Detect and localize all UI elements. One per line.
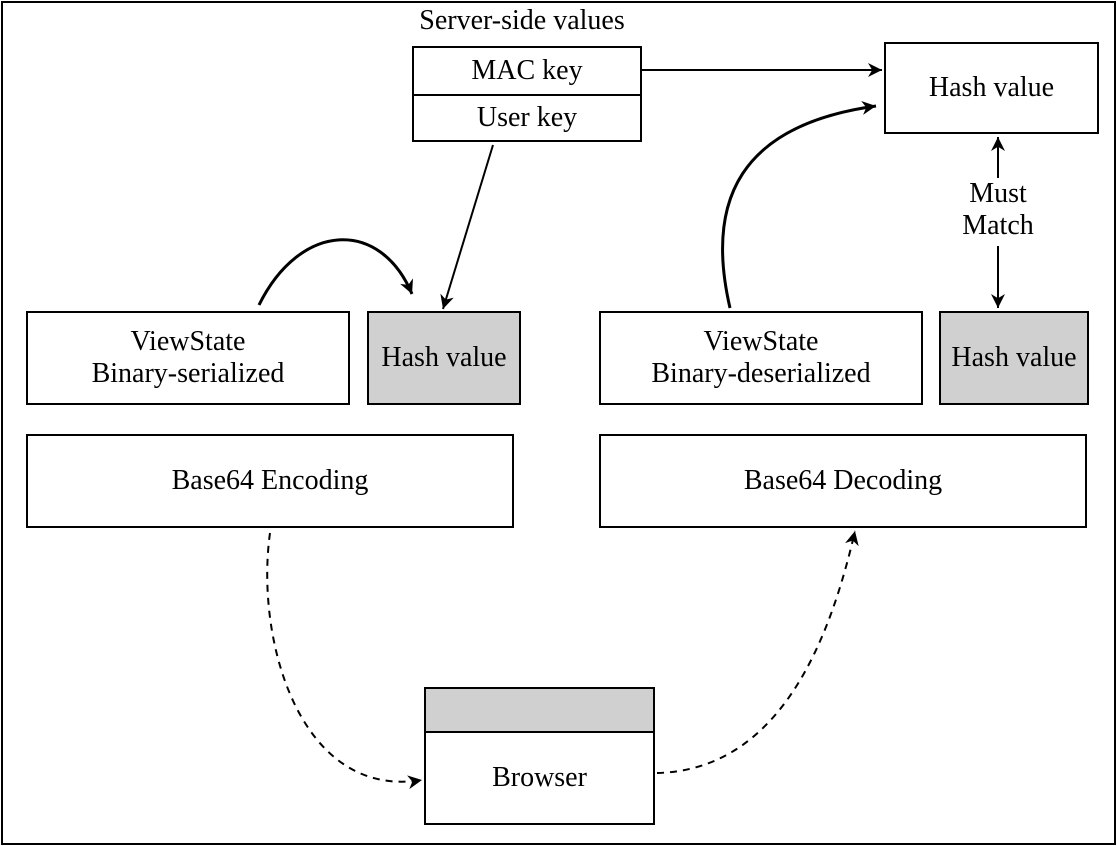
must-match-line2: Match <box>962 210 1034 242</box>
user-key-label: User key <box>476 101 578 133</box>
user-key-box: User key <box>412 94 642 142</box>
server-side-title: Server-side values <box>419 5 625 36</box>
mac-key-box: MAC key <box>412 46 642 96</box>
base64-encoding-box: Base64 Encoding <box>26 434 514 528</box>
viewstate-deserialized-line2: Binary-deserialized <box>651 358 871 389</box>
hash-value-left-label: Hash value <box>381 341 507 373</box>
hash-value-top-label: Hash value <box>928 71 1055 103</box>
browser-label: Browser <box>492 761 587 793</box>
base64-decoding-box: Base64 Decoding <box>599 434 1087 528</box>
must-match-label: Must Match <box>940 178 1056 242</box>
browser-title-bar <box>424 687 655 733</box>
browser-box: Browser <box>424 731 655 825</box>
hash-value-right-label: Hash value <box>951 341 1077 373</box>
base64-decoding-label: Base64 Decoding <box>743 464 943 496</box>
viewstate-serialized-line1: ViewState <box>130 325 246 357</box>
mac-key-label: MAC key <box>471 54 583 86</box>
viewstate-deserialized-box: ViewState Binary-deserialized <box>599 311 923 405</box>
viewstate-serialized-box: ViewState Binary-serialized <box>26 311 350 405</box>
viewstate-deserialized-line1: ViewState <box>703 325 819 357</box>
must-match-line1: Must <box>969 178 1027 209</box>
hash-value-top-box: Hash value <box>884 42 1099 134</box>
hash-value-left-box: Hash value <box>367 311 521 405</box>
viewstate-serialized-line2: Binary-serialized <box>91 358 285 389</box>
hash-value-right-box: Hash value <box>939 311 1089 405</box>
base64-encoding-label: Base64 Encoding <box>171 464 369 496</box>
